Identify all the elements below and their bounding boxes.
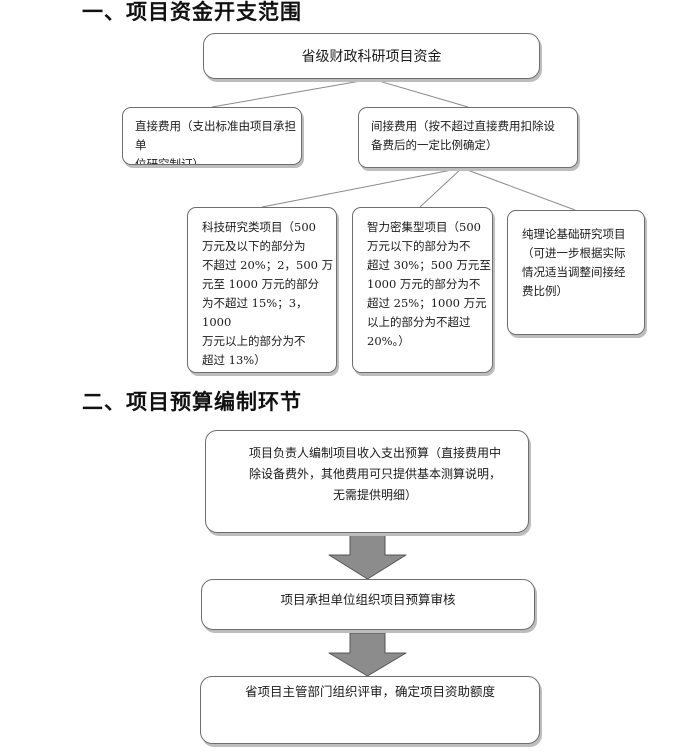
section2-heading: 二、项目预算编制环节 <box>82 390 302 414</box>
connector-indirect-intel <box>419 167 463 208</box>
connector-indirect-tech <box>261 167 463 208</box>
budget-draft-box: 项目负责人编制项目收入支出预算（直接费用中 除设备费外，其他费用可只提供基本测算… <box>205 430 529 533</box>
intelligence-intensive-label: 智力密集型项目（500 万元以下的部分为不 超过 30%；500 万元至 100… <box>367 220 491 348</box>
flow-arrow-2 <box>328 632 407 677</box>
indirect-cost-label: 间接费用（按不超过直接费用扣除设 备费后的一定比例确定） <box>371 119 555 152</box>
section1-heading: 一、项目资金开支范围 <box>82 0 302 24</box>
direct-cost-label: 直接费用（支出标准由项目承担单 位研究制订） <box>135 119 296 165</box>
tech-research-label: 科技研究类项目（500 万元及以下的部分为 不超过 20%；2，500 万 元至… <box>202 220 334 367</box>
expert-evaluation-box: 省项目主管部门组织评审，确定项目资助额度 <box>200 676 540 744</box>
root-box: 省级财政科研项目资金 <box>203 33 540 79</box>
budget-review-box: 项目承担单位组织项目预算审核 <box>201 579 535 630</box>
budget-review-label: 项目承担单位组织项目预算审核 <box>280 592 456 607</box>
tech-research-box: 科技研究类项目（500 万元及以下的部分为 不超过 20%；2，500 万 元至… <box>187 207 337 373</box>
connector-root-direct <box>211 78 373 108</box>
flow-arrow-1 <box>328 532 407 580</box>
pure-theory-label: 纯理论基础研究项目 （可进一步根据实际 情况适当调整间接经 费比例） <box>522 227 626 298</box>
budget-draft-label: 项目负责人编制项目收入支出预算（直接费用中 除设备费外，其他费用可只提供基本测算… <box>248 446 501 502</box>
intelligence-intensive-box: 智力密集型项目（500 万元以下的部分为不 超过 30%；500 万元至 100… <box>352 207 493 373</box>
expert-evaluation-label: 省项目主管部门组织评审，确定项目资助额度 <box>244 684 495 699</box>
direct-cost-box: 直接费用（支出标准由项目承担单 位研究制订） <box>122 107 302 165</box>
connector-root-indirect <box>371 78 469 108</box>
pure-theory-box: 纯理论基础研究项目 （可进一步根据实际 情况适当调整间接经 费比例） <box>507 210 645 335</box>
root-box-label: 省级财政科研项目资金 <box>301 49 442 65</box>
indirect-cost-box: 间接费用（按不超过直接费用扣除设 备费后的一定比例确定） <box>358 107 578 168</box>
connector-indirect-theory <box>461 167 576 211</box>
